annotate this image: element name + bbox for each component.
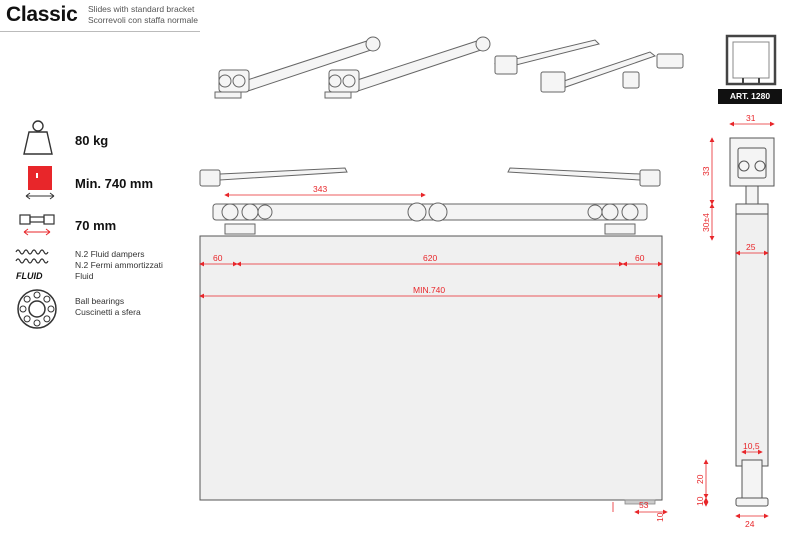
centre-wheel-right: [428, 202, 448, 222]
product-title: Classic: [6, 3, 78, 26]
damper-body-right: [639, 169, 661, 187]
dim-620: 620: [423, 253, 437, 263]
spec-bearings-it: Cuscinetti a sfera: [75, 307, 141, 317]
carriage-wheel: [365, 36, 381, 52]
dim-53: 53: [639, 500, 649, 510]
damper-icon: FLUID: [15, 249, 49, 281]
side-door: [735, 213, 769, 467]
spec-weight: 80 kg: [75, 133, 109, 148]
stopper-part: [656, 53, 684, 69]
product-components: [214, 36, 684, 99]
door-panel: [199, 235, 663, 501]
spec-bearings-en: Ball bearings: [75, 296, 125, 306]
damper-right: [554, 51, 657, 90]
spec-dampers-it: N.2 Fermi ammortizzati: [75, 260, 163, 270]
article-label: ART. 1280: [718, 89, 782, 104]
profile-section-icon: [725, 34, 777, 86]
dim-343: 343: [313, 184, 327, 194]
door-width-icon: [25, 166, 55, 200]
floor-guide: [624, 499, 656, 505]
side-bracket: [745, 185, 759, 205]
damper-body-left: [199, 169, 221, 187]
centre-wheel-left: [407, 202, 427, 222]
guide-part: [622, 71, 640, 89]
dim-24: 24: [745, 519, 755, 529]
dim-10-side: 10: [695, 496, 705, 506]
spec-thickness: 70 mm: [75, 218, 117, 233]
dim-10-bottom: 10: [655, 512, 665, 522]
dim-60-right: 60: [635, 253, 645, 263]
door-thickness-icon: [19, 214, 55, 236]
dim-25: 25: [746, 242, 756, 252]
spec-min-width: Min. 740 mm: [75, 176, 154, 191]
dim-10-5: 10,5: [743, 441, 760, 451]
dim-30: 30±4: [701, 213, 711, 232]
weight-icon: [23, 120, 53, 155]
dim-20: 20: [695, 474, 705, 484]
dim-min740: MIN.740: [413, 285, 445, 295]
side-floor-guide: [741, 459, 763, 499]
dim-31: 31: [746, 113, 756, 123]
dim-60-left: 60: [213, 253, 223, 263]
fluid-logo: FLUID: [16, 271, 43, 281]
front-elevation: 343 60 620 60 MIN.740 53 10: [199, 167, 668, 522]
subtitle-it: Scorrevoli con staffa normale: [88, 15, 198, 25]
spec-dampers-en: N.2 Fluid dampers: [75, 249, 145, 259]
dim-33: 33: [701, 166, 711, 176]
ball-bearing-icon: [17, 289, 57, 329]
side-section: 31 25 10,5 24 33 30±4 20 10: [695, 113, 775, 529]
spec-dampers-brand: Fluid: [75, 271, 94, 281]
header-divider: [0, 31, 200, 32]
subtitle-en: Slides with standard bracket: [88, 4, 195, 14]
